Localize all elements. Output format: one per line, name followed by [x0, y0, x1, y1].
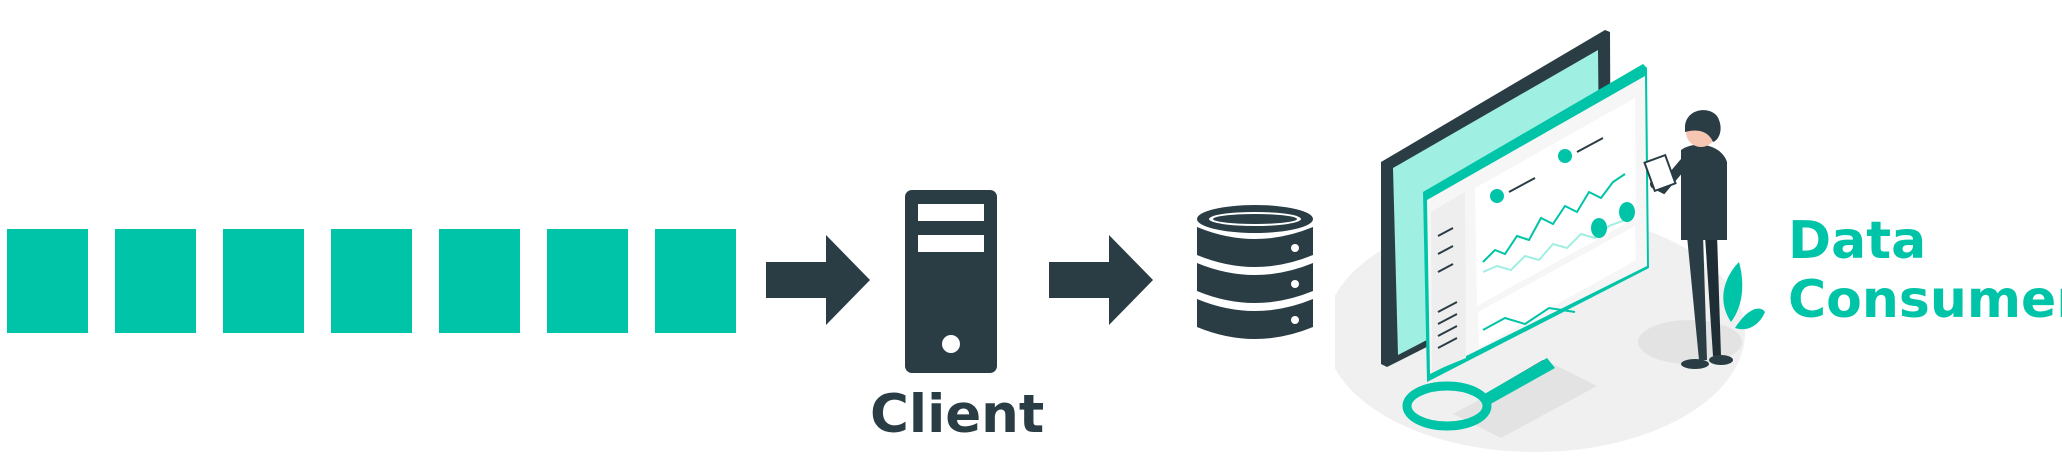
data-block [115, 229, 196, 333]
data-consumer-label: Data Consumer [1788, 212, 2062, 330]
data-block [223, 229, 304, 333]
arrow-right-icon [1049, 235, 1153, 325]
data-block [7, 229, 88, 333]
data-block [331, 229, 412, 333]
database-icon [1197, 205, 1313, 339]
arrow-right-icon [766, 235, 870, 325]
server-tower-icon [905, 190, 997, 373]
data-block [547, 229, 628, 333]
data-block [655, 229, 736, 333]
data-consumer-label-line2: Consumer [1788, 269, 2062, 330]
data-block [439, 229, 520, 333]
client-label: Client [870, 384, 1045, 445]
person-viewing-dashboard-illustration [1335, 30, 1765, 452]
data-consumer-label-line1: Data [1788, 211, 1927, 271]
